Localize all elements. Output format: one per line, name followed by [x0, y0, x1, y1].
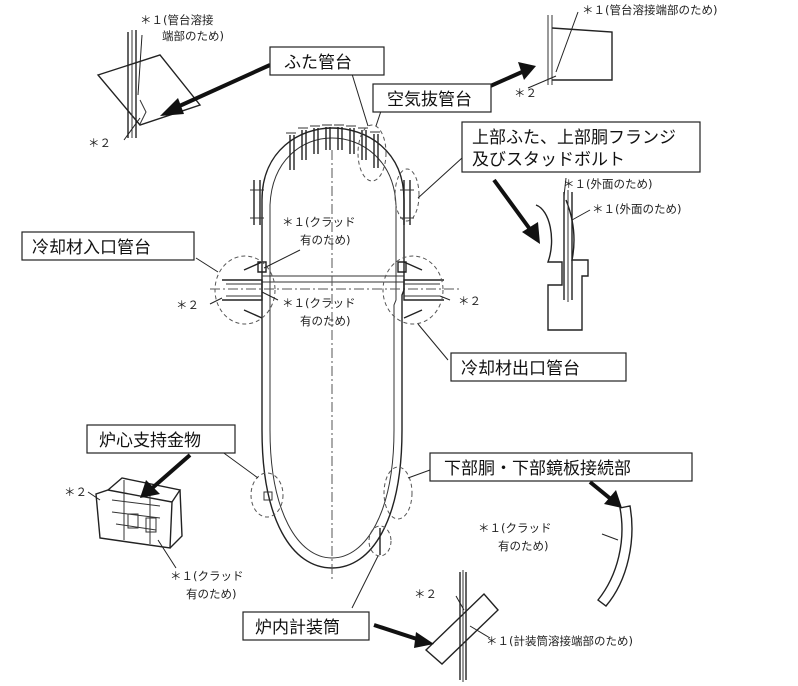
- label-lower-shell-joint: 下部胴・下部鏡板接続部: [429, 452, 693, 482]
- detail-flange-stud: [535, 177, 591, 331]
- label-coolant-outlet: 冷却材出口管台: [450, 352, 627, 382]
- svg-text:冷却材入口管台: 冷却材入口管台: [32, 238, 151, 258]
- pointer-arrows: [140, 62, 622, 648]
- svg-text:＊１(外面のため): ＊１(外面のため): [592, 202, 681, 216]
- label-lid-nozzle: ふた管台: [269, 46, 385, 76]
- svg-text:有のため): 有のため): [498, 539, 549, 553]
- svg-text:＊１(クラッド: ＊１(クラッド: [282, 296, 356, 310]
- detail-lower-shell: [597, 505, 633, 607]
- svg-text:上部ふた、上部胴フランジ: 上部ふた、上部胴フランジ: [472, 128, 676, 148]
- label-core-support: 炉心支持金物: [86, 424, 236, 454]
- detail-core-support: [87, 477, 183, 569]
- svg-text:＊１(クラッド: ＊１(クラッド: [170, 569, 244, 583]
- svg-text:下部胴・下部鏡板接続部: 下部胴・下部鏡板接続部: [444, 459, 631, 479]
- svg-text:ふた管台: ふた管台: [284, 53, 352, 73]
- svg-text:＊２: ＊２: [458, 294, 481, 308]
- reactor-vessel: [210, 127, 460, 580]
- lid-nozzles: [250, 124, 414, 225]
- detail-lid-nozzle: [96, 30, 202, 141]
- svg-text:＊２: ＊２: [176, 298, 199, 312]
- svg-text:有のため): 有のため): [300, 233, 351, 247]
- vessel-internal-marks: [263, 491, 381, 555]
- svg-text:＊２: ＊２: [64, 485, 87, 499]
- label-flange-stud: 上部ふた、上部胴フランジ 及びスタッドボルト: [461, 121, 701, 173]
- inspection-circles: [214, 124, 444, 557]
- detail-incore-tube: [424, 570, 499, 682]
- svg-text:＊１(管台溶接端部のため): ＊１(管台溶接端部のため): [582, 3, 717, 17]
- outlet-nozzle-shape: [403, 261, 444, 319]
- svg-text:＊１(計装筒溶接端部のため): ＊１(計装筒溶接端部のため): [486, 634, 633, 648]
- notes: ＊１(管台溶接 端部のため) ＊２ ＊１(管台溶接端部のため) ＊２ ＊１(外面…: [64, 3, 717, 648]
- svg-text:空気抜管台: 空気抜管台: [387, 90, 472, 110]
- svg-text:有のため): 有のため): [300, 314, 351, 328]
- svg-text:炉心支持金物: 炉心支持金物: [99, 431, 201, 451]
- svg-text:＊２: ＊２: [88, 136, 111, 150]
- svg-text:冷却材出口管台: 冷却材出口管台: [461, 359, 580, 379]
- svg-text:＊２: ＊２: [514, 86, 537, 100]
- svg-text:端部のため): 端部のため): [162, 29, 224, 43]
- svg-text:＊１(クラッド: ＊１(クラッド: [478, 521, 552, 535]
- svg-text:炉内計装筒: 炉内計装筒: [255, 618, 340, 638]
- detail-air-vent: [527, 11, 613, 89]
- svg-text:及びスタッドボルト: 及びスタッドボルト: [472, 150, 625, 170]
- svg-text:有のため): 有のため): [186, 587, 237, 601]
- inlet-nozzle-shape: [222, 261, 263, 319]
- svg-text:＊１(外面のため): ＊１(外面のため): [563, 177, 652, 191]
- leader-lines: [195, 73, 463, 609]
- label-coolant-inlet: 冷却材入口管台: [21, 231, 195, 261]
- svg-text:＊１(クラッド: ＊１(クラッド: [282, 215, 356, 229]
- label-air-vent-nozzle: 空気抜管台: [372, 83, 492, 113]
- svg-text:＊２: ＊２: [414, 587, 437, 601]
- label-incore-tube: 炉内計装筒: [242, 611, 370, 641]
- svg-text:＊１(管台溶接: ＊１(管台溶接: [140, 13, 214, 27]
